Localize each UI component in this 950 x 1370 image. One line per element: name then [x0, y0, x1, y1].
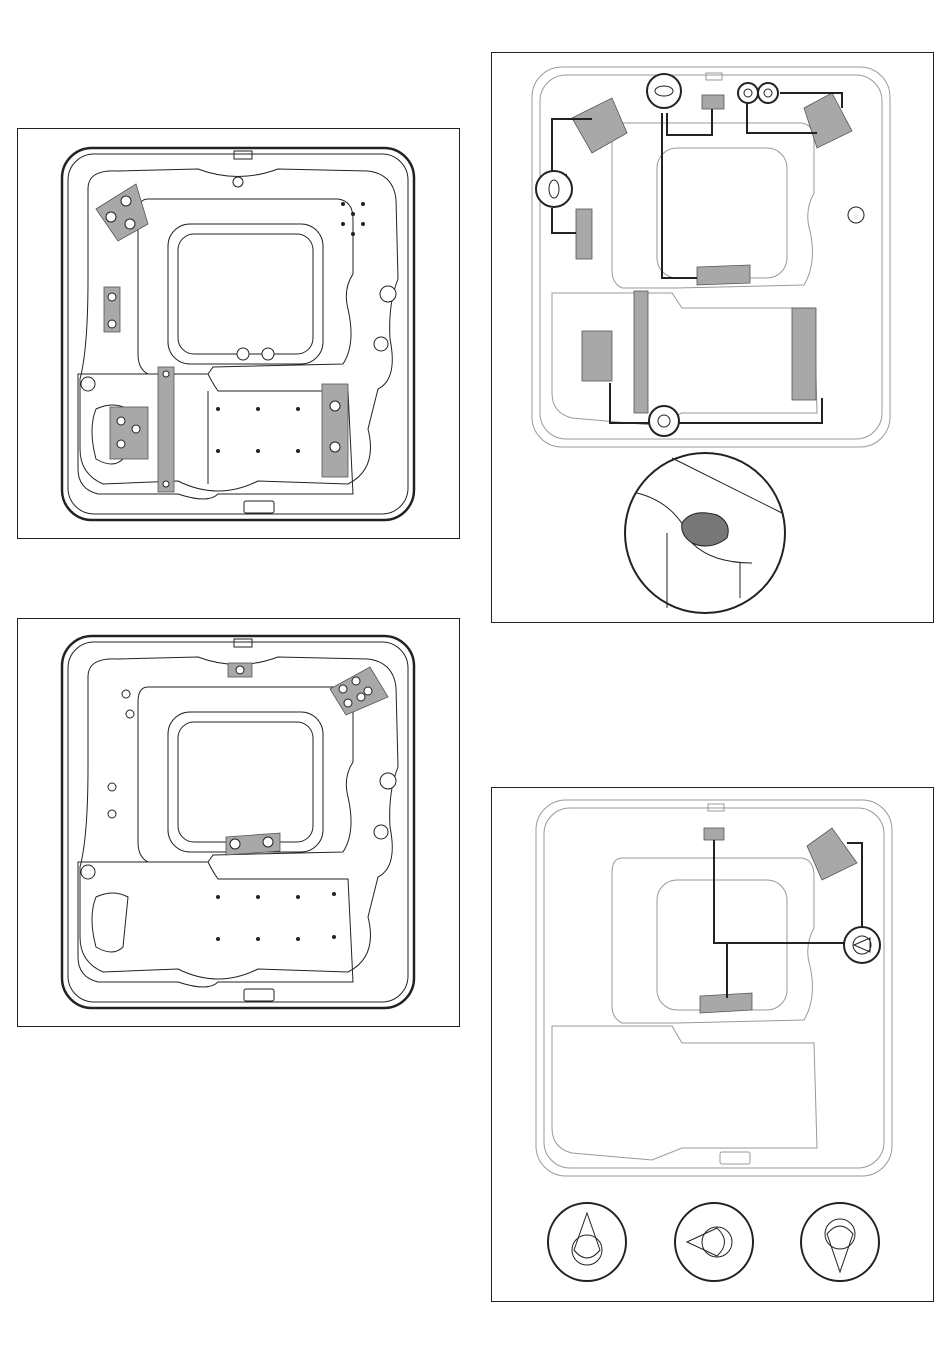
highlight-corner-jets-right [807, 828, 857, 880]
air-control-knob-icon [738, 83, 758, 103]
spa-footwell-inner [178, 234, 313, 354]
highlight-corner-jets-right [330, 667, 388, 715]
air-control-knob-icon [844, 927, 880, 963]
highlight-back-jets [158, 367, 174, 492]
spa-top-view-drawing [18, 619, 461, 1028]
spa-diagram-panel-2 [17, 618, 460, 1027]
spa-diagram-panel-3 [491, 52, 934, 623]
highlight-headrest-jets [110, 407, 148, 459]
knob-position-up-icon [548, 1203, 626, 1281]
spa-diagram-panel-4 [491, 787, 934, 1302]
highlight-corner-jets-left [96, 184, 148, 241]
highlight-top-jet [704, 828, 724, 840]
diverter-valve-icon [647, 74, 681, 108]
air-control-knob-icon [758, 83, 778, 103]
spa-seating-outline [138, 199, 353, 374]
diverter-valve-icon [649, 406, 679, 436]
spa-diagram-panel-1 [17, 128, 460, 539]
diverter-valve-icon [536, 171, 572, 207]
knob-position-down-icon [801, 1203, 879, 1281]
spa-air-control-diagram [492, 788, 935, 1303]
spa-footwell [168, 224, 323, 364]
spa-top-view-drawing [18, 129, 461, 540]
knob-detail-cap [682, 513, 729, 546]
spa-diverter-diagram [492, 53, 935, 624]
highlight-foot-jets [322, 384, 348, 477]
